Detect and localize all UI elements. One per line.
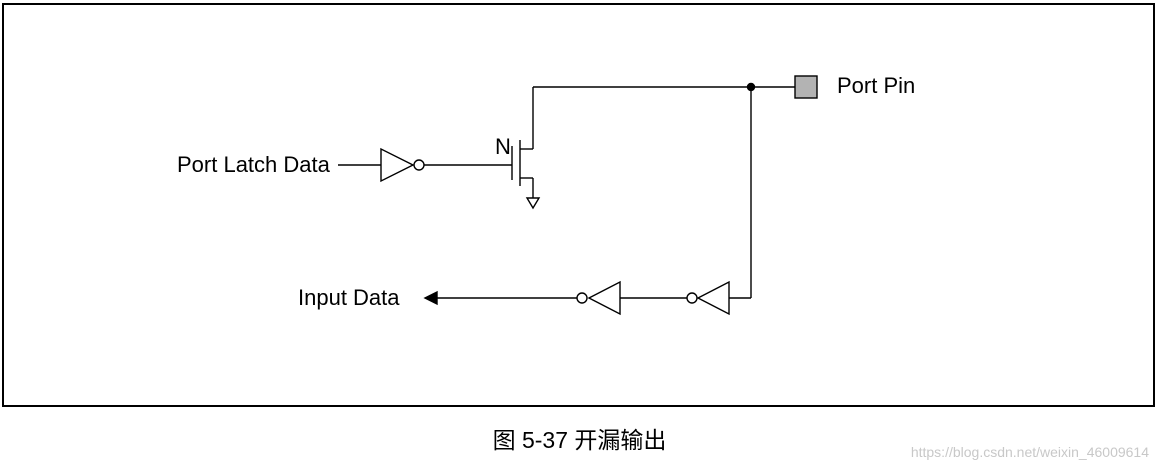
input-data-label: Input Data: [298, 285, 400, 310]
port-pin-icon: [794, 75, 818, 99]
input-inverter-2: [587, 280, 621, 316]
watermark: https://blog.csdn.net/weixin_46009614: [910, 444, 1149, 460]
input-data-arrow-icon: [423, 290, 438, 306]
diagram-frame: [2, 3, 1155, 407]
port-pin-label: Port Pin: [837, 73, 916, 98]
transistor-label: N: [495, 134, 511, 159]
output-inverter: [380, 147, 415, 183]
output-inverter-bubble: [413, 159, 425, 171]
ground-icon: [525, 197, 541, 210]
figure-caption: 图 5-37 开漏输出: [492, 427, 667, 453]
port-latch-data-label: Port Latch Data: [177, 152, 330, 177]
input-inverter-1: [696, 280, 730, 316]
input-inverter-2-bubble: [576, 292, 588, 304]
input-inverter-1-bubble: [686, 292, 698, 304]
nmos-transistor: [511, 87, 541, 210]
